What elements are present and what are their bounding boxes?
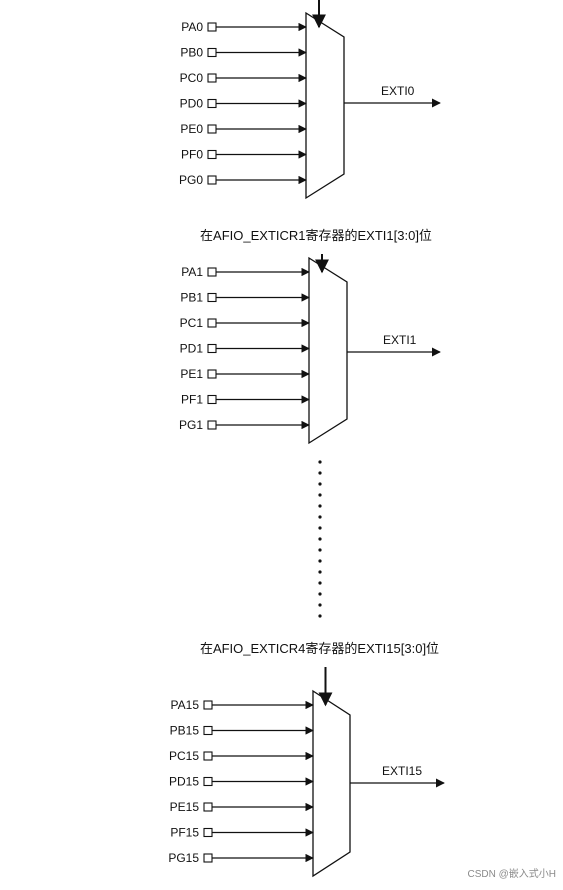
multiplexer <box>312 689 351 878</box>
input-pin: PC15 <box>169 749 314 763</box>
pin-terminal-box <box>203 725 213 736</box>
output-label: EXTI15 <box>382 764 422 778</box>
input-pin: PA15 <box>171 698 314 712</box>
ellipsis-dot <box>318 581 322 585</box>
ellipsis-dot <box>318 471 322 475</box>
ellipsis-dot <box>318 548 322 552</box>
pin-terminal-box <box>207 420 217 430</box>
pin-terminal-box <box>207 318 217 328</box>
input-pin: PC0 <box>180 71 307 85</box>
pin-label: PA15 <box>171 698 200 712</box>
pin-terminal-box <box>203 853 213 863</box>
input-pin: PD15 <box>169 775 314 789</box>
pin-terminal-box <box>207 369 217 379</box>
input-pin: PF0 <box>181 148 307 162</box>
pin-terminal-box <box>207 394 217 405</box>
input-pin: PD1 <box>180 342 310 356</box>
ellipsis-dot <box>318 559 322 563</box>
pin-label: PB1 <box>180 291 203 305</box>
input-pin: PB1 <box>180 291 310 305</box>
input-pin: PG0 <box>179 173 307 187</box>
pin-label: PE15 <box>170 800 200 814</box>
pin-label: PE0 <box>180 122 203 136</box>
ellipsis-dot <box>318 570 322 574</box>
pin-label: PG15 <box>168 851 199 865</box>
input-pin: PE1 <box>180 367 310 381</box>
ellipsis-dot <box>318 504 322 508</box>
pin-label: PF15 <box>170 826 199 840</box>
input-pin: PD0 <box>180 97 307 111</box>
input-pin: PA1 <box>181 265 310 279</box>
input-pin: PF1 <box>181 393 310 407</box>
pin-label: PC15 <box>169 749 199 763</box>
pin-terminal-box <box>207 73 217 83</box>
pin-terminal-box <box>207 267 217 277</box>
pin-terminal-box <box>203 751 213 761</box>
ellipsis-dot <box>318 526 322 530</box>
watermark: CSDN @嵌入式小H <box>468 867 557 880</box>
pin-terminal-box <box>203 802 213 812</box>
ellipsis-dot <box>318 482 322 486</box>
selector-caption: 在AFIO_EXTICR1寄存器的EXTI1[3:0]位 <box>200 228 432 243</box>
pin-terminal-box <box>207 47 217 58</box>
pin-terminal-box <box>203 827 213 838</box>
input-pin: PB15 <box>170 724 314 738</box>
input-pin: PB0 <box>180 46 307 60</box>
ellipsis-dot <box>318 493 322 497</box>
pin-label: PA0 <box>181 20 203 34</box>
input-pin: PC1 <box>180 316 310 330</box>
output-label: EXTI1 <box>383 333 417 347</box>
pin-terminal-box <box>203 776 213 787</box>
mux-group-exti1: 在AFIO_EXTICR1寄存器的EXTI1[3:0]位 PA1PB1PC1PD… <box>179 228 441 445</box>
pin-terminal-box <box>207 175 217 185</box>
ellipsis-dots <box>318 460 322 618</box>
pin-label: PF1 <box>181 393 203 407</box>
pin-terminal-box <box>203 700 213 710</box>
input-pin: PE0 <box>180 122 307 136</box>
ellipsis-dot <box>318 537 322 541</box>
pin-label: PB15 <box>170 724 200 738</box>
pin-label: PD15 <box>169 775 199 789</box>
pin-terminal-box <box>207 343 217 354</box>
pin-label: PE1 <box>180 367 203 381</box>
input-pin: PG15 <box>168 851 314 865</box>
ellipsis-dot <box>318 603 322 607</box>
pin-label: PD1 <box>180 342 204 356</box>
output-label: EXTI0 <box>381 84 415 98</box>
pin-terminal-box <box>207 124 217 134</box>
input-pin: PG1 <box>179 418 310 432</box>
input-pin: PF15 <box>170 826 314 840</box>
pin-label: PC0 <box>180 71 204 85</box>
pin-terminal-box <box>207 149 217 160</box>
pin-label: PC1 <box>180 316 204 330</box>
pin-label: PB0 <box>180 46 203 60</box>
pin-terminal-box <box>207 98 217 109</box>
mux-group-exti15: 在AFIO_EXTICR4寄存器的EXTI15[3:0]位 PA15PB15PC… <box>168 641 445 878</box>
pin-label: PF0 <box>181 148 203 162</box>
selector-caption: 在AFIO_EXTICR4寄存器的EXTI15[3:0]位 <box>200 641 439 656</box>
pin-terminal-box <box>207 22 217 32</box>
pin-label: PG1 <box>179 418 203 432</box>
ellipsis-dot <box>318 460 322 464</box>
multiplexer <box>308 256 348 445</box>
ellipsis-dot <box>318 614 322 618</box>
pin-label: PD0 <box>180 97 204 111</box>
ellipsis-dot <box>318 592 322 596</box>
pin-label: PG0 <box>179 173 203 187</box>
multiplexer <box>305 11 345 200</box>
pin-label: PA1 <box>181 265 203 279</box>
ellipsis-dot <box>318 515 322 519</box>
input-pin: PA0 <box>181 20 307 34</box>
pin-terminal-box <box>207 292 217 303</box>
input-pin: PE15 <box>170 800 314 814</box>
